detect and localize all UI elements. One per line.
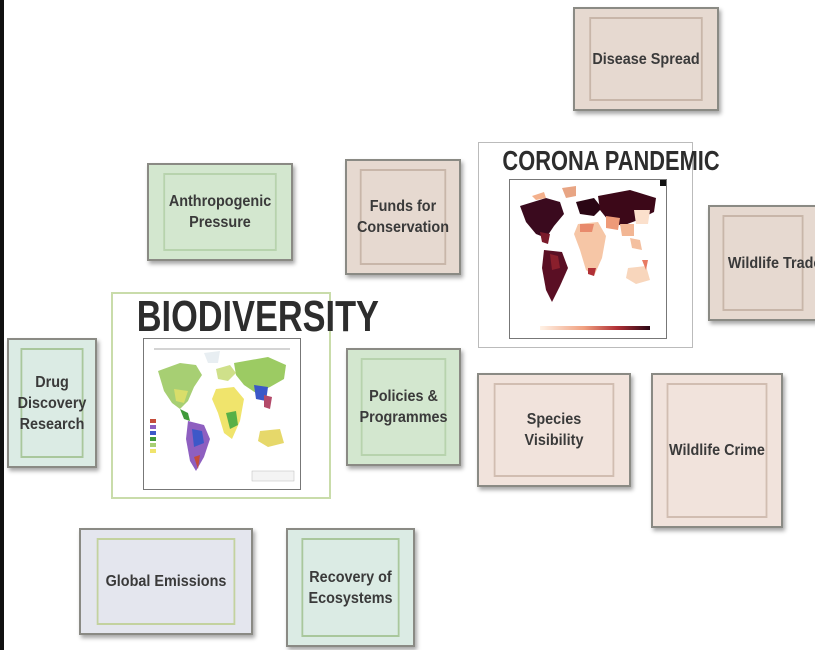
card-label: Drug Discovery Research xyxy=(18,348,86,458)
card-wildlife-crime: Wildlife Crime xyxy=(651,373,783,528)
card-funds-for-conservation: Funds for Conservation xyxy=(345,159,461,275)
card-disease-spread: Disease Spread xyxy=(573,7,719,111)
card-label: Policies & Programmes xyxy=(359,358,448,456)
world-map-covid xyxy=(510,180,666,338)
corona-panel: CORONA PANDEMIC xyxy=(478,142,720,348)
biodiversity-panel: BIODIVERSITY xyxy=(111,292,379,499)
card-recovery-of-ecosystems: Recovery of Ecosystems xyxy=(286,528,415,647)
biodiversity-map xyxy=(143,338,301,490)
corona-map xyxy=(509,179,667,339)
corona-title: CORONA PANDEMIC xyxy=(502,145,720,176)
card-global-emissions: Global Emissions xyxy=(79,528,253,635)
left-edge-bar xyxy=(0,0,4,650)
card-label: Recovery of Ecosystems xyxy=(301,538,400,637)
card-wildlife-trade: Wildlife Trade xyxy=(708,205,815,321)
card-anthropogenic-pressure: Anthropogenic Pressure xyxy=(147,163,293,261)
card-label: Wildlife Trade xyxy=(722,215,815,311)
card-label: Anthropogenic Pressure xyxy=(163,173,277,251)
card-drug-discovery-research: Drug Discovery Research xyxy=(7,338,97,468)
card-species-visibility: Species Visibility xyxy=(477,373,631,487)
card-label: Species Visibility xyxy=(493,383,615,477)
biodiversity-title: BIODIVERSITY xyxy=(136,292,379,341)
card-label: Wildlife Crime xyxy=(666,383,768,518)
card-policies-programmes: Policies & Programmes xyxy=(346,348,461,466)
card-label: Global Emissions xyxy=(96,538,236,625)
world-map-biodiversity xyxy=(144,339,300,489)
card-label: Disease Spread xyxy=(589,17,703,101)
card-label: Funds for Conservation xyxy=(357,169,449,265)
